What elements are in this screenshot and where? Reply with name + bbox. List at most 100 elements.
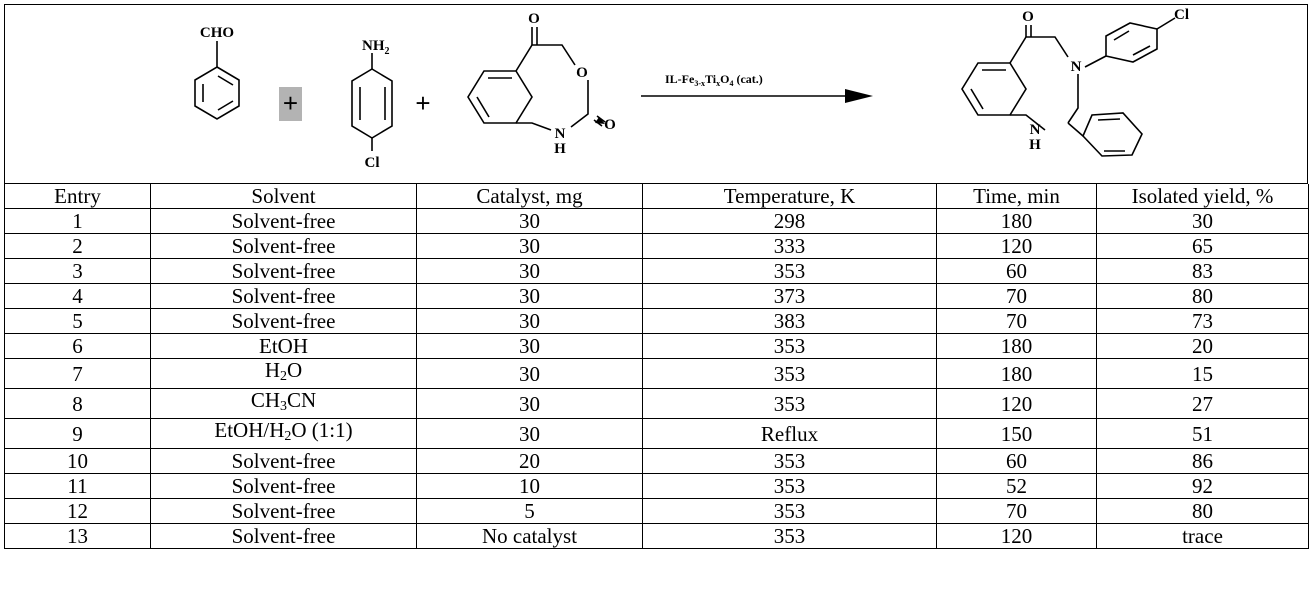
reaction-arrow-head — [845, 89, 873, 103]
solvent-text: CH — [250, 388, 280, 412]
time-cell: 120 — [936, 233, 1097, 259]
temperature-cell: 353 — [642, 358, 937, 389]
temperature-cell: 353 — [642, 388, 937, 419]
yield-cell: 92 — [1096, 473, 1309, 499]
exo-o-label: O — [604, 117, 616, 133]
catalyst-cell: 30 — [416, 233, 643, 259]
solvent-cell: Solvent-free — [150, 448, 417, 474]
solvent-text: O (1:1) — [291, 418, 353, 442]
chloroaniline-ring — [351, 68, 393, 139]
solvent-cell: Solvent-free — [150, 233, 417, 259]
solvent-text: Solvent-free — [231, 209, 336, 233]
time-cell: 60 — [936, 448, 1097, 474]
entry-cell: 12 — [4, 498, 151, 524]
yield-cell: 20 — [1096, 333, 1309, 359]
entry-cell: 9 — [4, 418, 151, 449]
entry-cell: 7 — [4, 358, 151, 389]
catalyst-cell: 30 — [416, 388, 643, 419]
yield-cell: 73 — [1096, 308, 1309, 334]
solvent-subscript: 3 — [280, 399, 287, 414]
time-cell: 60 — [936, 258, 1097, 284]
yield-cell: trace — [1096, 523, 1309, 549]
reaction-scheme-drawing: + + CHO NH2 Cl O O O N H IL-Fe3-xTixO4 (… — [194, 7, 1189, 171]
temperature-cell: 353 — [642, 473, 937, 499]
column-header: Solvent — [150, 184, 417, 209]
plus-sign-1: + — [283, 88, 298, 118]
catalyst-cell: 30 — [416, 208, 643, 234]
yield-cell: 51 — [1096, 418, 1309, 449]
catalyst-cell: 30 — [416, 418, 643, 449]
catalyst-label: IL-Fe3-xTixO4 (cat.) — [665, 72, 763, 88]
solvent-text: H — [264, 358, 280, 382]
entry-cell: 13 — [4, 523, 151, 549]
solvent-cell: H2O — [150, 358, 417, 389]
catalyst-cell: 30 — [416, 283, 643, 309]
solvent-cell: Solvent-free — [150, 208, 417, 234]
solvent-cell: Solvent-free — [150, 308, 417, 334]
time-cell: 180 — [936, 333, 1097, 359]
nh-n-label: N — [555, 126, 566, 142]
solvent-cell: EtOH — [150, 333, 417, 359]
time-cell: 70 — [936, 498, 1097, 524]
column-header: Temperature, K — [642, 184, 937, 209]
solvent-text: O — [287, 358, 303, 382]
solvent-text: Solvent-free — [231, 524, 336, 548]
product-o-label: O — [1022, 9, 1034, 25]
yield-cell: 27 — [1096, 388, 1309, 419]
entry-cell: 6 — [4, 333, 151, 359]
product-heterocycle — [1009, 36, 1069, 64]
entry-cell: 10 — [4, 448, 151, 474]
column-header: Catalyst, mg — [416, 184, 643, 209]
yield-cell: 80 — [1096, 498, 1309, 524]
entry-cell: 1 — [4, 208, 151, 234]
yield-cell: 15 — [1096, 358, 1309, 389]
temperature-cell: 298 — [642, 208, 937, 234]
time-cell: 180 — [936, 208, 1097, 234]
carbonyl-o-label: O — [528, 11, 540, 27]
column-header: Isolated yield, % — [1096, 184, 1309, 209]
ring-o-label: O — [576, 65, 588, 81]
column-header: Entry — [4, 184, 151, 209]
nh2-label: NH2 — [362, 38, 390, 57]
temperature-cell: 353 — [642, 258, 937, 284]
catalyst-cell: No catalyst — [416, 523, 643, 549]
entry-cell: 2 — [4, 233, 151, 259]
temperature-cell: 353 — [642, 523, 937, 549]
cho-label: CHO — [200, 25, 234, 41]
solvent-cell: CH3CN — [150, 388, 417, 419]
yield-cell: 83 — [1096, 258, 1309, 284]
entry-cell: 11 — [4, 473, 151, 499]
product-nh-n-label: N — [1030, 122, 1041, 138]
column-header: Time, min — [936, 184, 1097, 209]
time-cell: 70 — [936, 308, 1097, 334]
reaction-scheme: + + CHO NH2 Cl O O O N H IL-Fe3-xTixO4 (… — [4, 4, 1308, 184]
plus-highlight — [279, 87, 302, 121]
temperature-cell: 333 — [642, 233, 937, 259]
temperature-cell: 353 — [642, 333, 937, 359]
yield-cell: 30 — [1096, 208, 1309, 234]
temperature-cell: 353 — [642, 498, 937, 524]
product-phenyl-ring — [1082, 112, 1143, 157]
time-cell: 120 — [936, 523, 1097, 549]
time-cell: 70 — [936, 283, 1097, 309]
time-cell: 52 — [936, 473, 1097, 499]
isatoic-heterocycle — [515, 44, 576, 72]
solvent-text: Solvent-free — [231, 449, 336, 473]
catalyst-cell: 10 — [416, 473, 643, 499]
yield-cell: 86 — [1096, 448, 1309, 474]
solvent-subscript: 2 — [280, 369, 287, 384]
time-cell: 120 — [936, 388, 1097, 419]
product-nh-h-label: H — [1029, 137, 1041, 153]
solvent-text: Solvent-free — [231, 234, 336, 258]
